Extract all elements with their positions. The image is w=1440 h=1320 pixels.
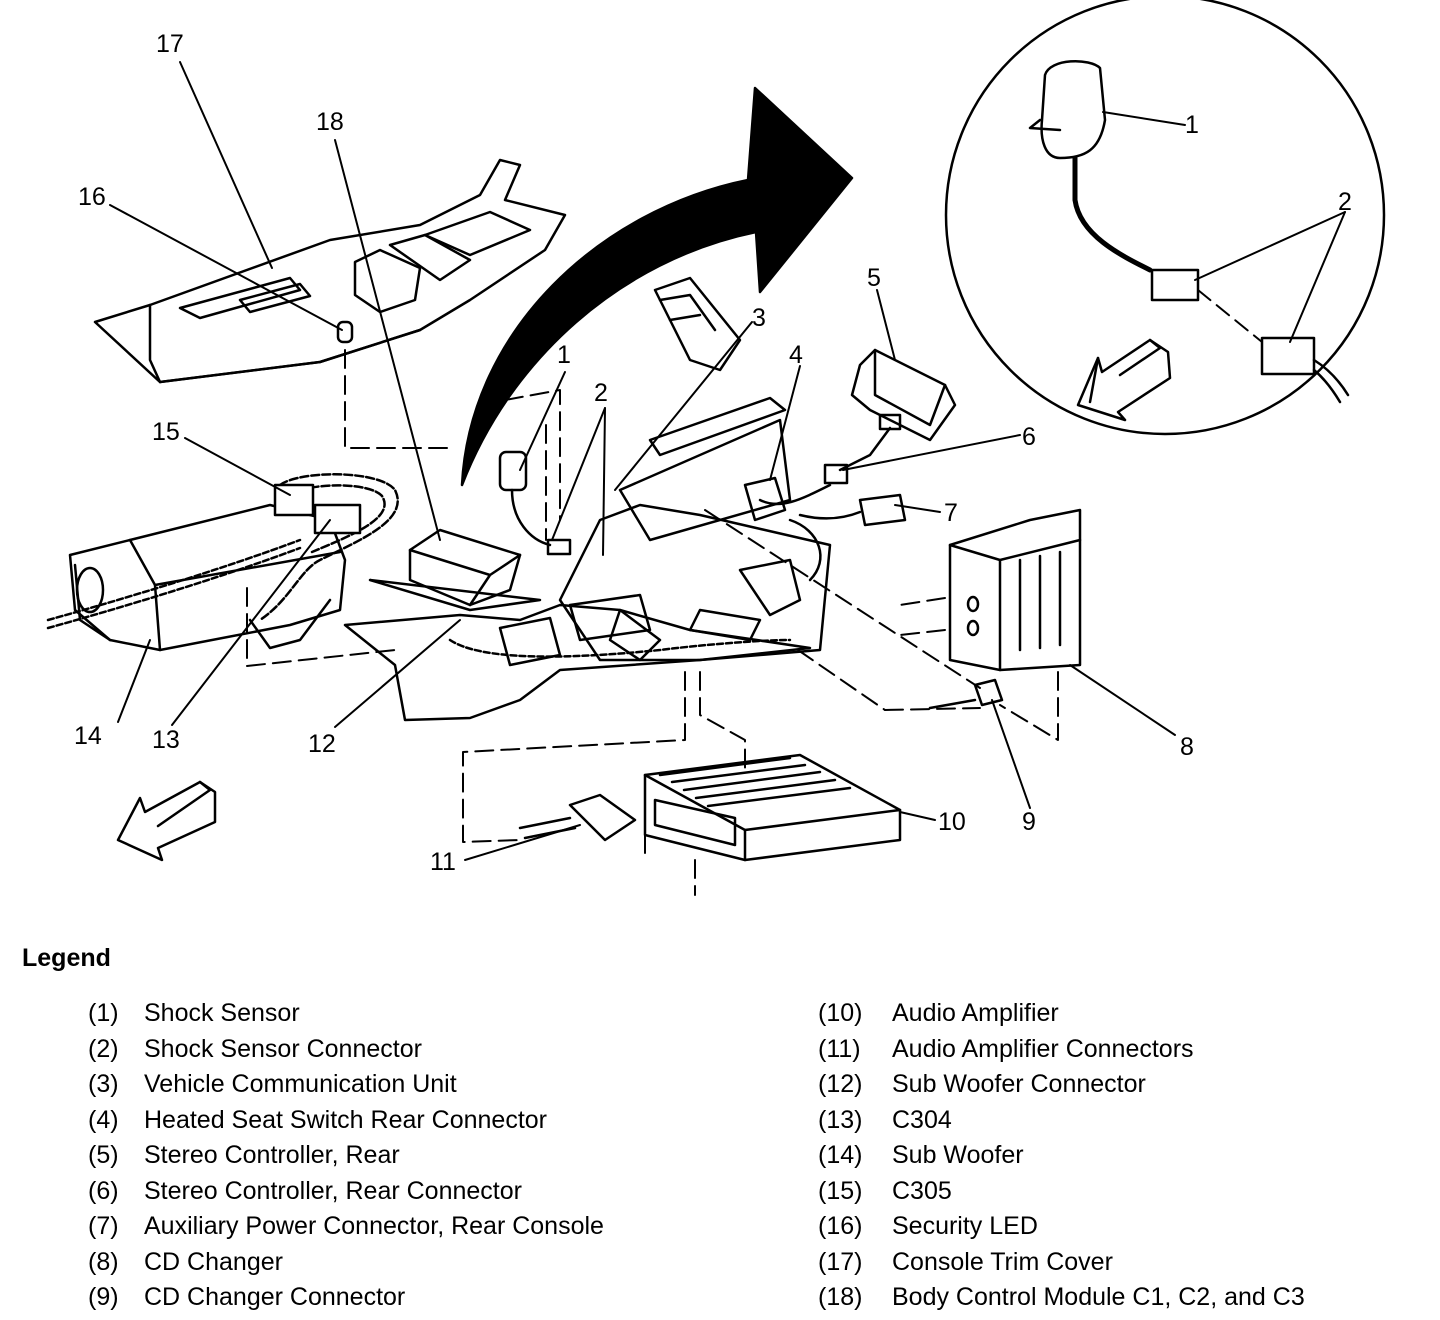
legend-item: (2) Shock Sensor Connector: [88, 1032, 604, 1068]
callout-12: 12: [308, 730, 336, 758]
legend-item: (1) Shock Sensor: [88, 996, 604, 1032]
legend-item: (8) CD Changer: [88, 1245, 604, 1281]
callout-13: 13: [152, 726, 180, 754]
legend-label: Console Trim Cover: [892, 1247, 1113, 1276]
component-locator-diagram: 1 2 3 4 5 6 7 8 9 10 11 12 13 14 15 16 1…: [46, 0, 1386, 896]
stereo-controller-rear: [758, 348, 957, 506]
legend-number: (12): [818, 1070, 863, 1099]
callout-9: 9: [1022, 808, 1036, 836]
legend-label: Body Control Module C1, C2, and C3: [892, 1283, 1305, 1312]
legend-item: (9) CD Changer Connector: [88, 1280, 604, 1316]
legend-number: (2): [88, 1034, 119, 1063]
legend-label: Heated Seat Switch Rear Connector: [144, 1105, 547, 1134]
legend-number: (1): [88, 999, 119, 1028]
legend-number: (8): [88, 1247, 119, 1276]
legend-number: (17): [818, 1247, 863, 1276]
legend-label: Auxiliary Power Connector, Rear Console: [144, 1212, 604, 1241]
legend-number: (18): [818, 1283, 863, 1312]
cd-changer: [948, 508, 1082, 672]
callout-11: 11: [430, 848, 456, 876]
legend-item: (16) Security LED: [818, 1209, 1305, 1245]
callout-15: 15: [152, 418, 180, 446]
inset-callout-2: 2: [1338, 188, 1352, 216]
detail-inset: [944, 0, 1386, 436]
legend-label: Shock Sensor: [144, 999, 300, 1028]
callout-4: 4: [789, 341, 803, 369]
console-trim-cover: [93, 158, 567, 384]
legend-list-right: (10) Audio Amplifier (11) Audio Amplifier …: [818, 996, 1305, 1316]
callout-10: 10: [938, 808, 966, 836]
harness-c304-c305: [258, 473, 399, 622]
legend-label: CD Changer Connector: [144, 1283, 406, 1312]
legend-number: (6): [88, 1176, 119, 1205]
callout-2: 2: [594, 379, 608, 407]
callout-18: 18: [316, 108, 344, 136]
legend-number: (3): [88, 1070, 119, 1099]
legend-number: (16): [818, 1212, 863, 1241]
callout-3: 3: [752, 304, 766, 332]
legend-number: (7): [88, 1212, 119, 1241]
callout-16: 16: [78, 183, 106, 211]
dashed-leaders: [246, 349, 1059, 896]
legend-number: (11): [818, 1034, 861, 1063]
legend-item: (7) Auxiliary Power Connector, Rear Conso…: [88, 1209, 604, 1245]
legend-label: C304: [892, 1105, 952, 1134]
legend-item: (3) Vehicle Communication Unit: [88, 1067, 604, 1103]
callout-5: 5: [867, 264, 881, 292]
legend-item: (6) Stereo Controller, Rear Connector: [88, 1174, 604, 1210]
direction-arrow-icon: [1076, 338, 1172, 422]
shock-sensor: [498, 450, 572, 556]
legend-list-left: (1) Shock Sensor (2) Shock Sensor Connecto…: [88, 996, 604, 1316]
legend-number: (10): [818, 999, 863, 1028]
legend-label: Sub Woofer Connector: [892, 1070, 1146, 1099]
legend-number: (5): [88, 1141, 119, 1170]
audio-amplifier: [643, 753, 902, 862]
callout-8: 8: [1180, 733, 1194, 761]
heated-seat-connector: [743, 476, 822, 582]
legend-item: (17) Console Trim Cover: [818, 1245, 1305, 1281]
legend-number: (9): [88, 1283, 119, 1312]
forward-arrow-icon: [460, 86, 854, 487]
legend-label: Vehicle Communication Unit: [144, 1070, 457, 1099]
center-console: [343, 276, 832, 722]
legend-item: (4) Heated Seat Switch Rear Connector: [88, 1103, 604, 1139]
cd-changer-connector: [928, 678, 1004, 710]
legend-number: (14): [818, 1141, 863, 1170]
callout-14: 14: [74, 722, 102, 750]
legend-label: Audio Amplifier: [892, 999, 1059, 1028]
auxiliary-power-connector: [798, 493, 907, 527]
callout-labels: 1 2 3 4 5 6 7 8 9 10 11 12 13 14 15 16 1…: [74, 30, 1352, 876]
body-control-module: [368, 528, 542, 612]
legend-label: Security LED: [892, 1212, 1038, 1241]
sub-woofer: [46, 503, 347, 652]
legend-label: Stereo Controller, Rear: [144, 1141, 400, 1170]
legend-label: Audio Amplifier Connectors: [892, 1034, 1194, 1063]
legend-label: Sub Woofer: [892, 1141, 1024, 1170]
legend-number: (13): [818, 1105, 863, 1134]
legend-item: (5) Stereo Controller, Rear: [88, 1138, 604, 1174]
legend-item: (12) Sub Woofer Connector: [818, 1067, 1305, 1103]
legend-label: Stereo Controller, Rear Connector: [144, 1176, 522, 1205]
legend-item: (18) Body Control Module C1, C2, and C3: [818, 1280, 1305, 1316]
amplifier-connectors: [518, 793, 637, 842]
callout-17: 17: [156, 30, 184, 58]
legend-number: (15): [818, 1176, 863, 1205]
callout-6: 6: [1022, 423, 1036, 451]
legend-item: (11) Audio Amplifier Connectors: [818, 1032, 1305, 1068]
callout-leaders: [109, 61, 1346, 861]
direction-arrow-icon: [116, 780, 217, 862]
legend-title: Legend: [22, 944, 111, 972]
callout-1: 1: [557, 341, 571, 369]
legend-label: Shock Sensor Connector: [144, 1034, 422, 1063]
legend-label: C305: [892, 1176, 952, 1205]
legend-item: (14) Sub Woofer: [818, 1138, 1305, 1174]
legend-item: (10) Audio Amplifier: [818, 996, 1305, 1032]
callout-7: 7: [944, 499, 958, 527]
legend-number: (4): [88, 1105, 119, 1134]
legend-item: (13) C304: [818, 1103, 1305, 1139]
legend-label: CD Changer: [144, 1247, 283, 1276]
inset-callout-1: 1: [1185, 111, 1199, 139]
legend-item: (15) C305: [818, 1174, 1305, 1210]
